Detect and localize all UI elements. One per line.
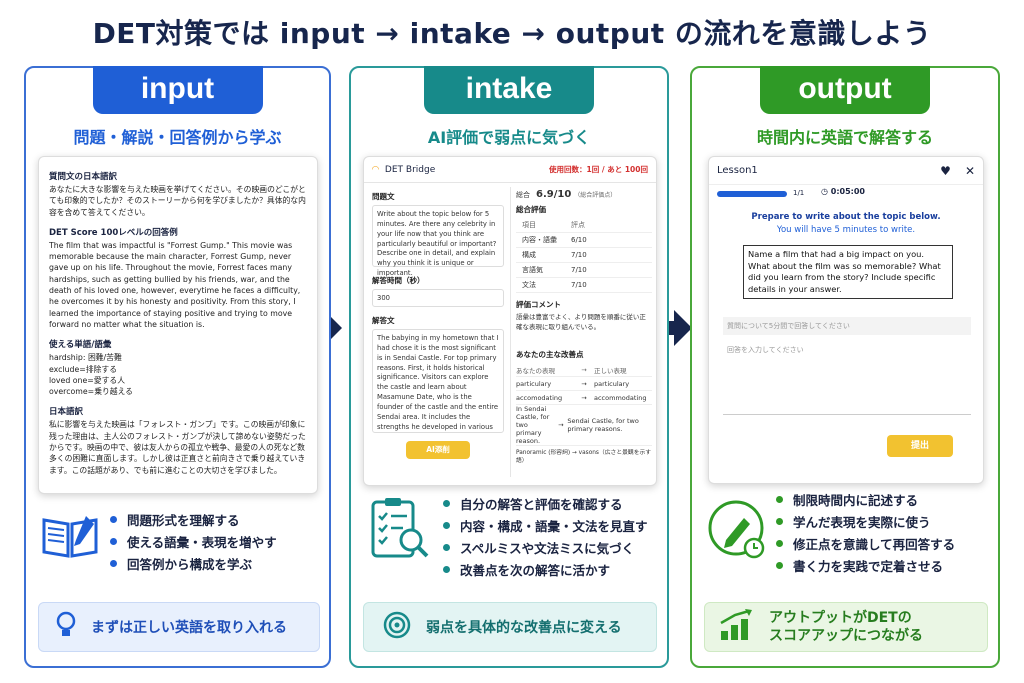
doc-heading-vocab: 使える単語/語彙 xyxy=(49,340,112,351)
lesson-header: Lesson1 ♥ ✕ xyxy=(709,157,983,185)
table-row: accomodating→accommodating xyxy=(516,391,652,405)
intake-bullet: 改善点を次の解答に活かす xyxy=(443,558,759,580)
target-icon xyxy=(382,610,412,644)
close-icon[interactable]: ✕ xyxy=(964,163,975,178)
time-label: 解答時間（秒） xyxy=(372,276,425,285)
doc-heading-translation: 質問文の日本語訳 xyxy=(49,172,118,182)
doc-question-jp: あなたに大きな影響を与えた映画を挙げてください。その映画のどこがとても印象的でし… xyxy=(49,185,306,217)
fix-note: Panoramic (形容詞) → vasons（広さと景観を示す語） xyxy=(516,450,652,464)
intake-bullet: スペルミスや文法ミスに気づく xyxy=(443,536,759,558)
intake-bullet: 自分の解答と評価を確認する xyxy=(443,492,759,514)
time-input[interactable]: 300 xyxy=(372,289,504,307)
intake-subtitle: AI評価で弱点に気づく xyxy=(427,128,591,147)
intake-bullet: 内容・構成・語彙・文法を見直す xyxy=(443,514,759,536)
intake-tab: intake xyxy=(424,66,594,114)
fix-table: あなたの表現→正しい表現 particulary→particulary acc… xyxy=(516,363,652,446)
app-header: ◠ DET Bridge 使用回数：1回 / あと 100回 xyxy=(364,157,656,183)
table-row: In Sendai Castle, for two primary reason… xyxy=(516,405,652,446)
growth-chart-icon xyxy=(719,609,755,645)
question-label: 問題文 xyxy=(372,192,395,201)
brand-logo-icon: ◠ xyxy=(372,164,379,175)
comment-text: 語彙は豊富でよく、より問題を順番に従い正確な表現に取り組んでいる。 xyxy=(516,313,646,331)
arrow-shaft-2 xyxy=(664,321,674,335)
vocab-item: overcome=乗り越える xyxy=(49,387,133,397)
fix-label: あなたの主な改善点 xyxy=(516,350,584,359)
pencil-clock-icon xyxy=(706,498,766,559)
lightbulb-icon xyxy=(55,610,77,644)
doc-sample-answer: The film that was impactful is "Forrest … xyxy=(49,240,301,329)
lesson-title: Lesson1 xyxy=(717,165,758,176)
vocab-item: hardship: 困難/苦難 xyxy=(49,353,122,363)
vocab-item: loved one=愛する人 xyxy=(49,375,126,385)
answer-label: 解答文 xyxy=(372,316,395,325)
question-text: Write about the topic below for 5 minute… xyxy=(372,205,504,277)
prepare-text: Prepare to write about the topic below. … xyxy=(751,212,941,235)
vocab-item: exclude=排除する xyxy=(49,364,117,374)
output-banner: アウトプットがDETの スコアアップにつながる xyxy=(704,602,988,652)
intake-column: intake AI評価で弱点に気づく ◠ DET Bridge 使用回数：1回 … xyxy=(349,66,669,668)
input-bullet: 回答例から構成を学ぶ xyxy=(110,552,413,574)
book-icon xyxy=(40,510,100,570)
output-subtitle: 時間内に英語で解答する xyxy=(756,128,933,147)
usage-counter: 使用回数：1回 / あと 100回 xyxy=(549,165,648,174)
answer-input[interactable]: 回答を入力してください xyxy=(723,341,971,415)
prompt-box: Name a film that had a big impact on you… xyxy=(743,245,953,300)
progress-bar xyxy=(717,191,787,197)
page-title: DET対策では input → intake → output の流れを意識しよ… xyxy=(92,17,932,50)
brand-name: DET Bridge xyxy=(384,164,436,175)
ai-correct-button[interactable]: AI添削 xyxy=(406,441,470,459)
answer-textarea[interactable]: The babying in my hometown that I had ch… xyxy=(372,329,504,433)
input-bullet: 使える語彙・表現を増やす xyxy=(110,530,413,552)
instruction-field: 質問について5分間で回答してください xyxy=(723,317,971,335)
intake-app-card: ◠ DET Bridge 使用回数：1回 / あと 100回 問題文 Write… xyxy=(363,156,657,486)
pane-divider xyxy=(510,187,511,477)
eval-label: 総合評価 xyxy=(516,205,546,214)
total-label: 総合 xyxy=(516,191,530,199)
intake-banner: 弱点を具体的な改善点に変える xyxy=(363,602,657,652)
doc-heading-jp: 日本語訳 xyxy=(49,407,84,418)
arrow-icon-2 xyxy=(674,310,692,346)
doc-heading-sample: DET Score 100レベルの回答例 xyxy=(49,227,178,238)
total-note: （総合評価点） xyxy=(574,192,617,199)
input-bullet: 問題形式を理解する xyxy=(110,508,413,530)
doc-translation-jp: 私に影響を与えた映画は「フォレスト・ガンプ」です。この映画が印象に残った理由は、… xyxy=(49,420,306,475)
table-row: particulary→particulary xyxy=(516,377,652,391)
output-column: output 時間内に英語で解答する Lesson1 ♥ ✕ 1/1 ◷ 0:0… xyxy=(690,66,1000,668)
progress-count: 1/1 xyxy=(793,189,805,197)
banner-line-1: アウトプットがDETの xyxy=(769,609,912,626)
table-header: あなたの表現→正しい表現 xyxy=(516,363,652,377)
checklist-search-icon xyxy=(369,496,429,558)
output-bullet: 学んだ表現を実際に使う xyxy=(776,510,1024,532)
submit-button[interactable]: 提出 xyxy=(887,435,953,457)
banner-line-2: スコアアップにつながる xyxy=(769,628,923,644)
output-bullet: 制限時間内に記述する xyxy=(776,488,1024,510)
input-subtitle: 問題・解説・回答例から学ぶ xyxy=(73,128,282,147)
input-banner: まずは正しい英語を取り入れる xyxy=(38,602,320,652)
clock-icon: ◷ xyxy=(821,187,831,196)
timer-display: ◷ 0:05:00 xyxy=(821,187,865,196)
input-document-card: 質問文の日本語訳 あなたに大きな影響を与えた映画を挙げてください。その映画のどこ… xyxy=(38,156,318,494)
comment-label: 評価コメント xyxy=(516,300,561,309)
output-bullet: 書く力を実践で定着させる xyxy=(776,554,1024,576)
input-column: input 問題・解説・回答例から学ぶ 質問文の日本語訳 あなたに大きな影響を与… xyxy=(24,66,331,668)
output-tab: output xyxy=(760,66,930,114)
heart-icon[interactable]: ♥ xyxy=(940,163,951,178)
output-bullet: 修正点を意識して再回答する xyxy=(776,532,1024,554)
output-app-card: Lesson1 ♥ ✕ 1/1 ◷ 0:05:00 Prepare to wri… xyxy=(708,156,984,484)
total-score: 6.9/10 xyxy=(536,189,572,200)
table-header: 項目評点 xyxy=(516,218,652,233)
input-tab: input xyxy=(92,66,263,114)
